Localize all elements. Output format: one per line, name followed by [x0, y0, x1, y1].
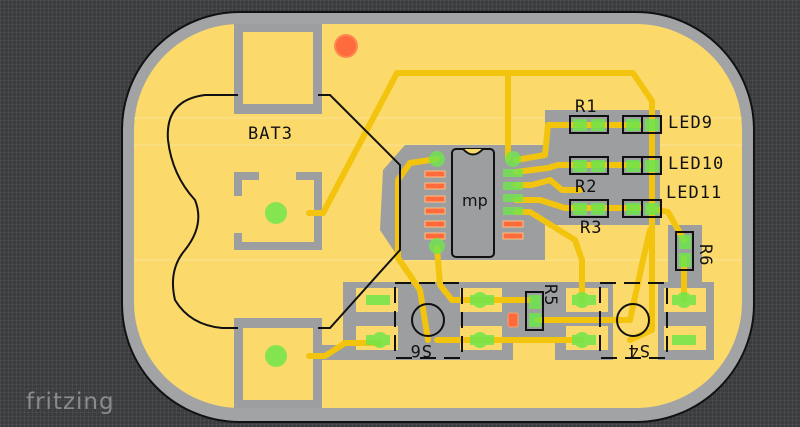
smd-pads-right[interactable] [502, 151, 524, 240]
label-s4: S4 [628, 340, 650, 360]
traces [306, 70, 687, 359]
component-outlines [525, 115, 694, 331]
label-bat3: BAT3 [248, 124, 293, 144]
connected-pads[interactable] [265, 119, 696, 367]
label-led11: LED11 [666, 183, 722, 203]
mounting-hole[interactable] [334, 34, 358, 58]
label-led10: LED10 [668, 154, 724, 174]
unrouted-pad[interactable] [507, 312, 519, 328]
smd-pads-left[interactable] [424, 151, 446, 254]
label-r1: R1 [575, 97, 597, 117]
label-r5: R5 [540, 284, 560, 306]
fritzing-logo: fritzing [26, 389, 115, 415]
label-r3: R3 [580, 218, 602, 238]
label-r6: R6 [695, 244, 715, 266]
label-led9: LED9 [668, 113, 713, 133]
label-s6: S6 [410, 340, 432, 360]
chip-notch [462, 148, 484, 156]
label-r2: R2 [575, 177, 597, 197]
label-chip: mp [462, 191, 488, 210]
